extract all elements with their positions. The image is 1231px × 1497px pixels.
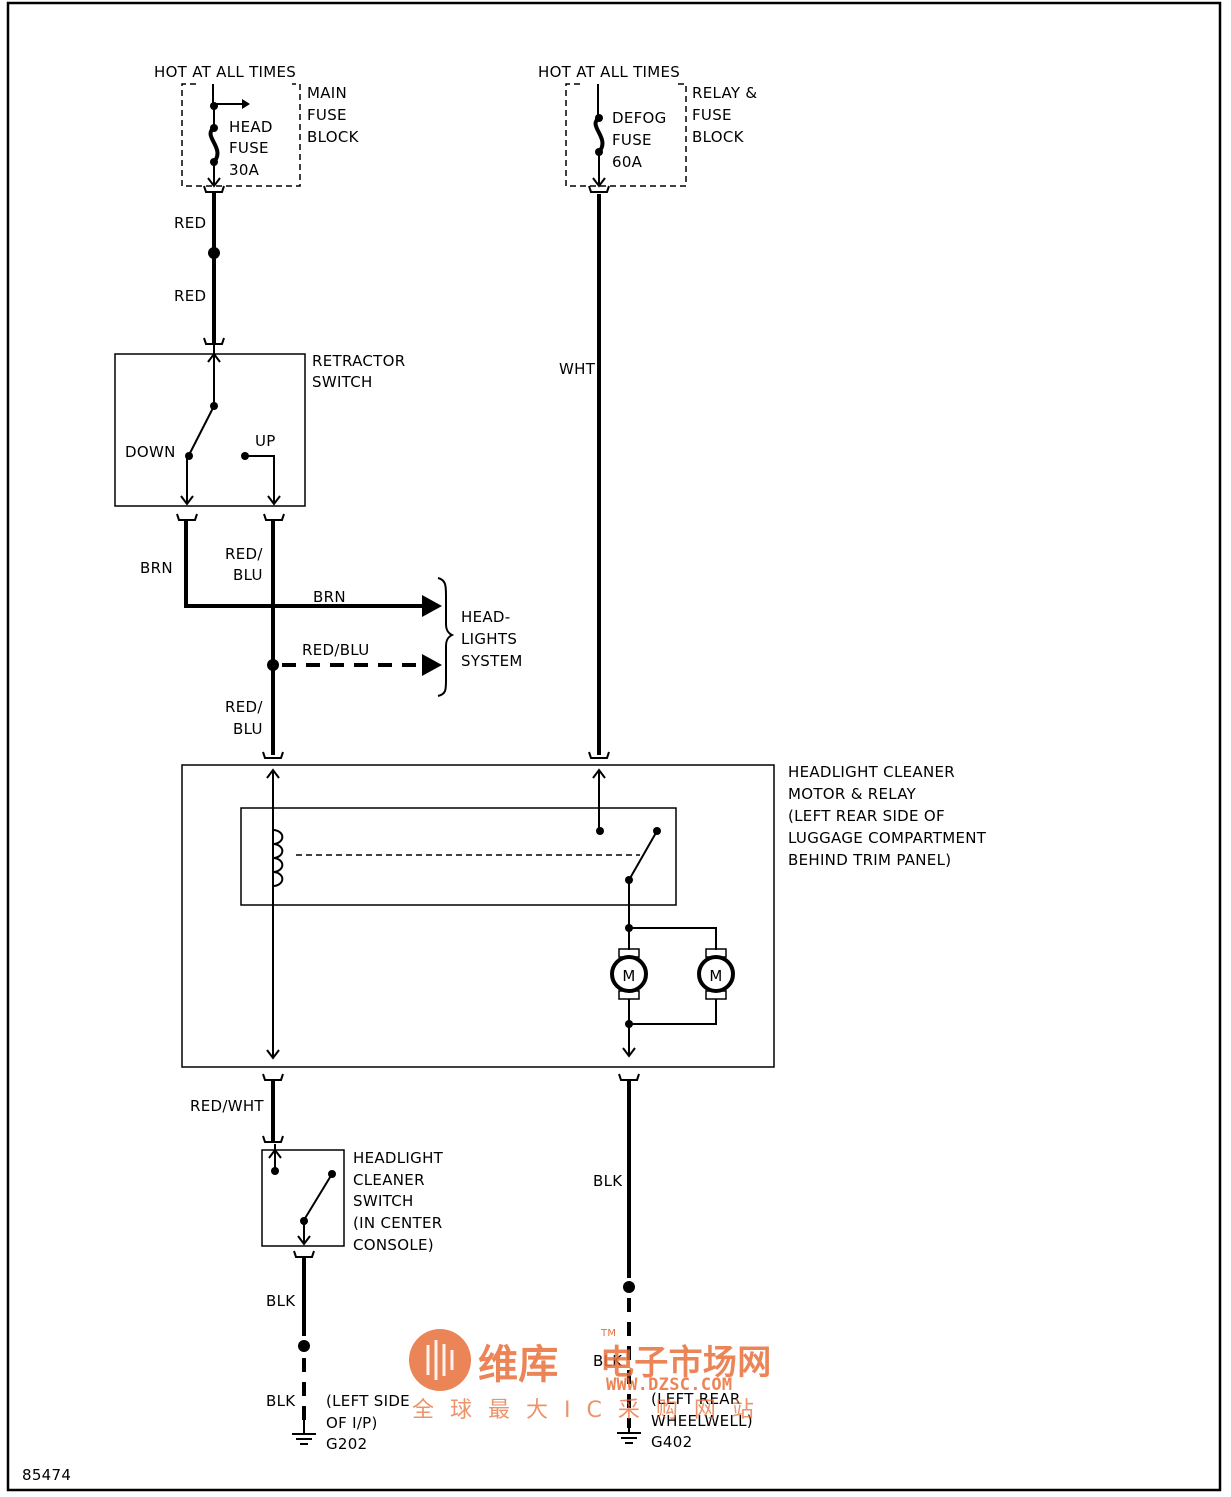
label-ground-left-loc-2: OF I/P) [326,1414,378,1432]
label-head-fuse-1: HEAD [229,118,273,136]
watermark-brand: 维库 [478,1342,559,1388]
label-blk-left-2: BLK [266,1392,296,1410]
motor-2-label: M [709,967,722,985]
watermark-logo-icon [409,1329,471,1391]
label-ground-right-loc-1: (LEFT REAR [651,1390,741,1408]
label-motor-relay-2: MOTOR & RELAY [788,785,917,803]
motor-relay-module: M M [181,764,775,1068]
label-head-fuse-3: 30A [229,161,260,179]
label-cleaner-switch-2: CLEANER [353,1171,425,1189]
label-main-fuse-block-1: MAIN [307,84,347,102]
retractor-switch [114,344,306,507]
label-down: DOWN [125,443,176,461]
label-blk-left-1: BLK [266,1292,296,1310]
label-ground-left-id: G202 [326,1435,367,1453]
label-defog-fuse-2: FUSE [612,131,652,149]
label-main-fuse-block-2: FUSE [307,106,347,124]
label-blk-right: BLK [593,1172,623,1190]
label-motor-relay-1: HEADLIGHT CLEANER [788,763,955,781]
label-brn-branch: BRN [313,588,346,606]
label-red-blu-2b: BLU [233,720,263,738]
label-head-fuse-2: FUSE [229,139,269,157]
label-blk-right-2: BLK [593,1352,623,1370]
arrow-red-blu [422,654,442,676]
label-headlights-system-2: LIGHTS [461,630,517,648]
label-red-blu-1a: RED/ [225,545,263,563]
label-headlights-system-3: SYSTEM [461,652,523,670]
label-hot-left: HOT AT ALL TIMES [154,63,296,81]
headlight-cleaner-switch [261,1144,345,1247]
label-relay-fuse-block-3: BLOCK [692,128,745,146]
splice-red [208,247,220,259]
label-cleaner-switch-1: HEADLIGHT [353,1149,444,1167]
watermark-brand2: 电子市场网 [600,1343,772,1383]
main-fuse-block [181,83,301,193]
label-headlights-system-1: HEAD- [461,608,510,626]
watermark-slogan: 全球最大IC采购网站 [412,1398,770,1423]
label-ground-left-loc-1: (LEFT SIDE [326,1392,410,1410]
label-ground-right-id: G402 [651,1433,692,1451]
diagram-frame [6,1,1222,1492]
splice-blk-left [298,1340,310,1352]
splice-blk-right [623,1281,635,1293]
label-red-1: RED [174,214,206,232]
headlights-brace [437,577,455,697]
watermark-tm: TM [600,1328,616,1339]
arrow-brn [422,595,442,617]
label-ground-right-loc-2: WHEELWELL) [651,1412,753,1430]
label-retractor-switch-2: SWITCH [312,373,373,391]
ground-g402-icon [617,1432,641,1444]
label-cleaner-switch-5: CONSOLE) [353,1236,434,1254]
relay-fuse-block [565,83,687,193]
wire-brn [184,520,426,608]
ground-g202-icon [292,1433,316,1445]
label-red-wht: RED/WHT [190,1097,264,1115]
label-defog-fuse-3: 60A [612,153,643,171]
label-defog-fuse-1: DEFOG [612,109,667,127]
label-wht: WHT [559,360,596,378]
label-up: UP [255,432,276,450]
watermark-url: WWW.DZSC.COM [606,1375,732,1395]
label-hot-right: HOT AT ALL TIMES [538,63,680,81]
label-retractor-switch-1: RETRACTOR [312,352,405,370]
motor-1-label: M [622,967,635,985]
label-red-blu-1b: BLU [233,566,263,584]
label-relay-fuse-block-1: RELAY & [692,84,757,102]
label-relay-fuse-block-2: FUSE [692,106,732,124]
label-cleaner-switch-4: (IN CENTER [353,1214,443,1232]
label-cleaner-switch-3: SWITCH [353,1192,414,1210]
watermark: 维库 TM 电子市场网 WWW.DZSC.COM 全球最大IC采购网站 [409,1328,772,1423]
label-motor-relay-5: BEHIND TRIM PANEL) [788,851,951,869]
label-motor-relay-4: LUGGAGE COMPARTMENT [788,829,987,847]
relay-coil [272,829,284,887]
label-main-fuse-block-3: BLOCK [307,128,360,146]
label-figure-id: 85474 [22,1466,71,1484]
label-red-blu-2a: RED/ [225,698,263,716]
splice-red-blu [267,659,279,671]
label-motor-relay-3: (LEFT REAR SIDE OF [788,807,945,825]
label-red-2: RED [174,287,206,305]
label-red-blu-branch: RED/BLU [302,641,369,659]
label-brn-left: BRN [140,559,173,577]
